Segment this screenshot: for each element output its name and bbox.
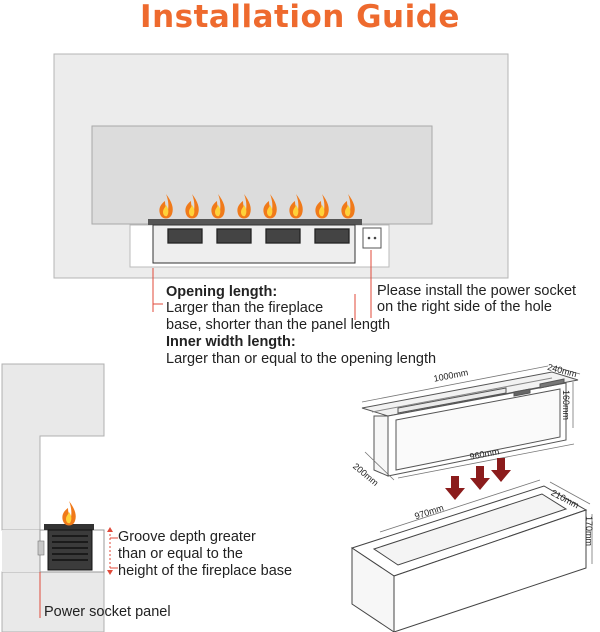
wall-side-section — [1, 363, 118, 632]
groove-line3: height of the fireplace base — [118, 563, 293, 579]
power-panel-label: Power socket panel — [44, 604, 171, 620]
down-arrows — [445, 458, 511, 500]
groove-line2: than or equal to the — [118, 546, 243, 562]
page-title: Installation Guide — [140, 0, 460, 35]
dim-cutout-height: 170mm — [584, 516, 594, 547]
groove-line1: Groove depth greater — [118, 529, 256, 545]
power-socket-icon — [362, 227, 382, 249]
cutout-box-isometric — [350, 479, 593, 632]
power-socket-line2: on the right side of the hole — [377, 299, 552, 315]
dim-burner-height: 160mm — [561, 390, 571, 421]
wall-panel-front-view — [53, 53, 509, 320]
power-socket-line1: Please install the power socket — [377, 283, 577, 299]
burner-insert-isometric — [361, 365, 581, 481]
vent-grilles — [167, 228, 350, 244]
opening-length-line2: base, shorter than the panel length — [166, 317, 391, 333]
inner-width-heading: Inner width length: — [166, 334, 296, 350]
opening-length-heading: Opening length: — [166, 284, 278, 300]
inner-width-line1: Larger than or equal to the opening leng… — [166, 351, 437, 367]
opening-length-line1: Larger than the fireplace — [166, 300, 324, 316]
